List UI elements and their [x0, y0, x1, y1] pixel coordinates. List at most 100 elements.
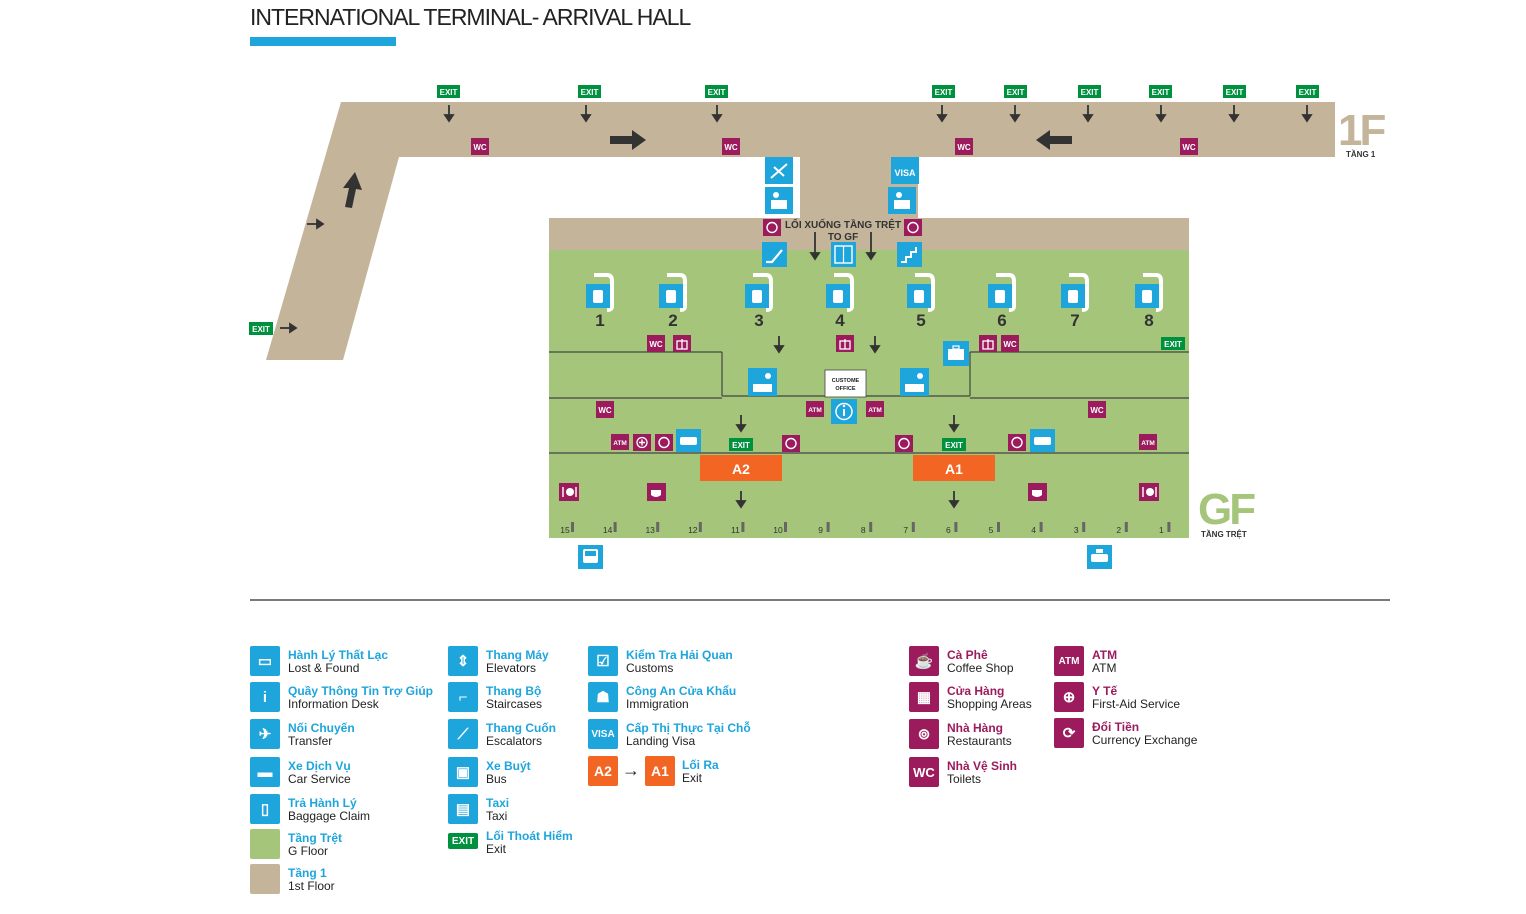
- baggage-icon: [586, 284, 610, 308]
- legend-label-en: 1st Floor: [288, 879, 335, 893]
- exit-sign-icon: EXIT: [942, 438, 966, 451]
- legend-label-vi: Cửa Hàng: [947, 684, 1005, 698]
- ground-floor-name: TẦNG TRỆT: [1201, 529, 1247, 539]
- door: 8: [861, 522, 873, 535]
- legend-label-vi: Lối Thoát Hiểm: [486, 829, 573, 843]
- baggage-belt: 7: [1061, 273, 1089, 330]
- door-marker: [954, 522, 958, 532]
- door-number: 1: [1159, 525, 1164, 535]
- elevator-icon: [831, 242, 856, 267]
- legend-label-vi: Công An Cửa Khẩu: [626, 684, 737, 698]
- immigration-icon: ☗: [588, 682, 618, 712]
- legend-label-vi: Tầng 1: [288, 866, 327, 880]
- door-marker: [869, 522, 873, 532]
- restaurant-icon: [559, 483, 579, 501]
- door-number: 9: [818, 525, 823, 535]
- svg-text:EXIT: EXIT: [440, 88, 458, 97]
- exit-sign-icon: EXIT: [448, 833, 478, 849]
- svg-text:EXIT: EXIT: [1164, 340, 1182, 349]
- door-marker: [784, 522, 787, 532]
- legend-label-en: Lost & Found: [288, 661, 360, 675]
- door-number: 2: [1116, 525, 1121, 535]
- baggage-belt: 8: [1135, 273, 1163, 330]
- legend-label-vi: Cà Phê: [947, 648, 988, 662]
- door-marker: [1039, 522, 1043, 532]
- car-icon: ▬: [250, 757, 280, 787]
- legend-label-vi: Xe Buýt: [486, 759, 531, 773]
- svg-text:WC: WC: [957, 143, 971, 152]
- wc-icon: WC: [1180, 138, 1198, 155]
- door-number: 15: [560, 525, 570, 535]
- elevator-icon: ⇕: [448, 646, 478, 676]
- exit-sign-icon: EXIT: [932, 85, 955, 98]
- legend-label-en: Customs: [626, 661, 674, 675]
- legend-label-vi: Quầy Thông Tin Trợ Giúp: [288, 684, 433, 698]
- baggage-icon: ▯: [250, 794, 280, 824]
- arrow-right-large: [610, 130, 646, 150]
- door: 3: [1074, 522, 1086, 535]
- stairs-icon: ⌐: [448, 682, 478, 712]
- door: 15: [560, 522, 574, 535]
- door-marker: [656, 522, 660, 532]
- legend-label-vi: Tầng Trệt: [288, 831, 343, 845]
- exit-sign-icon: EXIT: [1149, 85, 1172, 98]
- coffee-icon: ☕: [909, 646, 939, 676]
- wc-icon: WC: [1001, 335, 1019, 352]
- svg-text:EXIT: EXIT: [935, 88, 953, 97]
- door-marker: [1082, 522, 1086, 532]
- door-marker: [826, 522, 830, 532]
- flow-arrows-large: [343, 130, 1072, 208]
- visa-icon: VISA: [891, 157, 919, 184]
- door: 4: [1031, 522, 1043, 535]
- wc-icon: WC: [1088, 401, 1106, 418]
- svg-text:EXIT: EXIT: [252, 325, 270, 334]
- belt-number: 2: [668, 311, 677, 330]
- exit-sign-icon: EXIT: [578, 85, 601, 98]
- first-floor-code: 1F: [1338, 106, 1385, 155]
- stairs-icon: [897, 242, 922, 267]
- door: 5: [989, 522, 1000, 535]
- svg-text:EXIT: EXIT: [1007, 88, 1025, 97]
- exit-gate-icon: A2: [588, 756, 618, 786]
- currency-exchange-icon: [655, 434, 673, 451]
- baggage-icon: [907, 284, 931, 308]
- baggage-belt: 5: [907, 273, 935, 330]
- flow-arrows-small: [280, 105, 1313, 509]
- legend-label-en: Shopping Areas: [947, 697, 1032, 711]
- exit-sign-icon: EXIT: [437, 85, 460, 98]
- car-icon: [676, 429, 701, 452]
- info-icon: i: [250, 682, 280, 712]
- legend-label-en: Restaurants: [947, 734, 1012, 748]
- legend-label-vi: Lối Ra: [682, 758, 719, 772]
- baggage-icon: [1061, 284, 1085, 308]
- exit-sign-icon: EXIT: [1004, 85, 1027, 98]
- legend-label-en: G Floor: [288, 844, 329, 858]
- baggage-icon: [826, 284, 850, 308]
- baggage-icon: [1135, 284, 1159, 308]
- lost-found-icon: [943, 341, 969, 366]
- legend-label-en: Coffee Shop: [947, 661, 1014, 675]
- svg-text:ATM: ATM: [868, 407, 882, 414]
- atm-icon: ATM: [611, 434, 629, 450]
- door-marker: [911, 522, 915, 532]
- svg-text:EXIT: EXIT: [1152, 88, 1170, 97]
- currency-exchange-icons: [655, 219, 1026, 452]
- currency-exchange-icon: ⟳: [1054, 718, 1084, 748]
- wc-icons: WC WC WC WC WC WC WC WC: [471, 138, 1198, 418]
- legend-label-en: First-Aid Service: [1092, 697, 1181, 711]
- restaurant-icon: [1139, 483, 1159, 501]
- first-aid-icon: ⊕: [1054, 682, 1084, 712]
- title-underline: [250, 37, 396, 46]
- exit-gate-icon: A1: [645, 756, 675, 786]
- belt-number: 5: [916, 311, 925, 330]
- exit-sign-icon: EXIT: [1078, 85, 1101, 98]
- coffee-icon: [647, 483, 666, 501]
- taxi-icon: [1087, 545, 1112, 569]
- door-number: 3: [1074, 525, 1079, 535]
- svg-text:EXIT: EXIT: [581, 88, 599, 97]
- legend-label-en: Currency Exchange: [1092, 733, 1198, 747]
- baggage-icon: [988, 284, 1012, 308]
- currency-exchange-icon: [895, 435, 913, 452]
- door-number: 8: [861, 525, 866, 535]
